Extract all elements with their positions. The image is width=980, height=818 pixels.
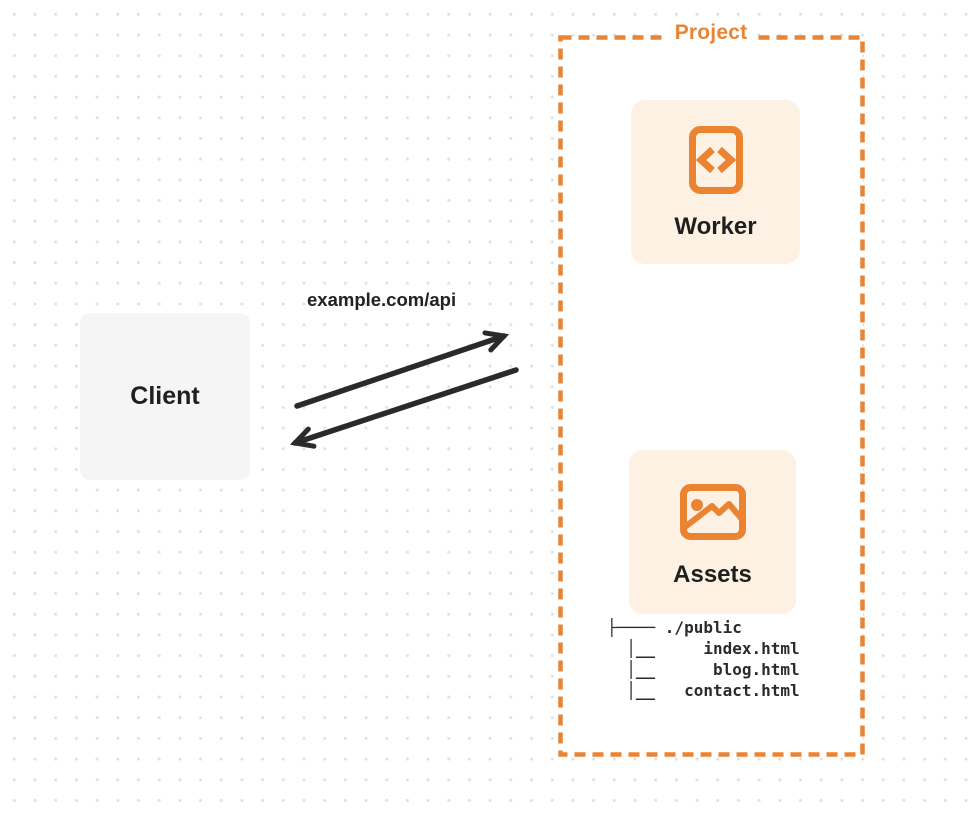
request-url-label: example.com/api: [307, 289, 457, 310]
image-icon: [679, 484, 746, 540]
worker-node: Worker: [631, 100, 800, 264]
code-file-icon: [688, 126, 743, 194]
assets-label: Assets: [673, 561, 752, 588]
client-node: Client: [80, 313, 250, 480]
file-tree: ├──── ./public │__ index.html │__ blog.h…: [607, 618, 800, 700]
assets-node: Assets: [629, 450, 796, 614]
worker-label: Worker: [674, 213, 757, 240]
request-arrow: [294, 330, 510, 409]
project-label: Project: [665, 21, 757, 45]
response-arrow: [289, 367, 519, 449]
client-label: Client: [130, 382, 200, 410]
